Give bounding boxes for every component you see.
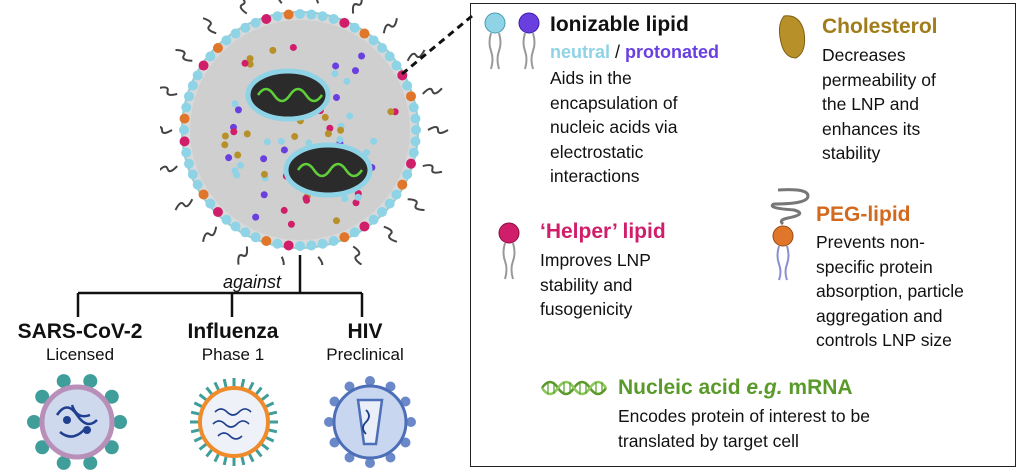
ionizable-desc-line: encapsulation of — [550, 92, 678, 113]
nucleic-acid-description: Encodes protein of interest to be transl… — [618, 404, 870, 453]
virus-name-sars: SARS-CoV-2 — [17, 320, 143, 343]
ionizable-desc-line: electrostatic — [550, 141, 644, 162]
protonated-label: protonated — [625, 42, 720, 62]
mrna-helix-icon — [540, 380, 608, 396]
cholesterol-desc-line: Decreases — [822, 45, 906, 65]
cholesterol-desc-line: permeability of — [822, 69, 936, 90]
nucleic-desc-line: Encodes protein of interest to be — [618, 406, 870, 426]
ionizable-lipid-title: Ionizable lipid — [550, 13, 689, 36]
influenza-virus-icon — [190, 378, 278, 466]
helper-lipid-icon — [498, 222, 520, 280]
peg-desc-line: Prevents non- — [816, 232, 925, 252]
ionizable-lipid-protonated-icon — [518, 12, 540, 70]
nucleic-acid-title: Nucleic acid e.g. mRNA — [618, 376, 853, 400]
tree-connector — [76, 255, 364, 317]
peg-desc-line: controls LNP size — [816, 330, 952, 350]
cholesterol-icon — [778, 15, 806, 59]
cholesterol-desc-line: enhances its — [822, 118, 921, 139]
cholesterol-desc-line: stability — [822, 143, 881, 163]
nucleic-desc-line: translated by target cell — [618, 430, 799, 451]
against-label: against — [223, 272, 282, 292]
state-separator: / — [610, 42, 626, 62]
ionizable-desc-line: nucleic acids via — [550, 117, 678, 137]
nucleic-acid-title-main: Nucleic acid — [618, 376, 747, 399]
ionizable-lipid-description: Aids in the encapsulation of nucleic aci… — [550, 66, 677, 189]
virus-status-influenza: Phase 1 — [201, 345, 265, 364]
zoom-dashed-line — [401, 14, 473, 76]
sars-cov-2-virus-icon — [27, 374, 127, 470]
peg-desc-line: aggregation and — [816, 305, 943, 326]
virus-status-sars: Licensed — [45, 345, 115, 364]
lnp-particle-illustration — [160, 0, 449, 265]
virus-name-hiv: HIV — [347, 320, 383, 343]
cholesterol-desc-line: the LNP and — [822, 94, 919, 114]
nucleic-acid-title-end: mRNA — [782, 376, 853, 399]
cholesterol-description: Decreases permeability of the LNP and en… — [822, 43, 936, 166]
peg-lipid-description: Prevents non- specific protein absorptio… — [816, 230, 964, 353]
cholesterol-title: Cholesterol — [822, 15, 938, 38]
peg-desc-line: specific protein — [816, 256, 933, 277]
virus-status-hiv: Preclinical — [326, 345, 404, 364]
peg-lipid-title: PEG-lipid — [816, 203, 911, 226]
ionizable-desc-line: interactions — [550, 166, 640, 186]
nucleic-acid-title-italic: e.g. — [746, 376, 783, 399]
helper-desc-line: Improves LNP — [540, 250, 651, 270]
peg-lipid-icon — [770, 188, 810, 281]
helper-lipid-description: Improves LNP stability and fusogenicity — [540, 248, 651, 322]
helper-desc-line: stability and — [540, 274, 633, 295]
neutral-label: neutral — [550, 42, 611, 62]
legend-panel — [470, 3, 1016, 467]
helper-desc-line: fusogenicity — [540, 299, 633, 319]
virus-name-influenza: Influenza — [187, 320, 279, 343]
ionizable-lipid-neutral-icon — [484, 12, 506, 70]
ionizable-desc-line: Aids in the — [550, 68, 632, 88]
peg-desc-line: absorption, particle — [816, 281, 964, 301]
helper-lipid-title: ‘Helper’ lipid — [540, 220, 666, 243]
ionizable-lipid-state-labels: neutral / protonated — [550, 40, 719, 65]
hiv-virus-icon — [324, 376, 416, 468]
